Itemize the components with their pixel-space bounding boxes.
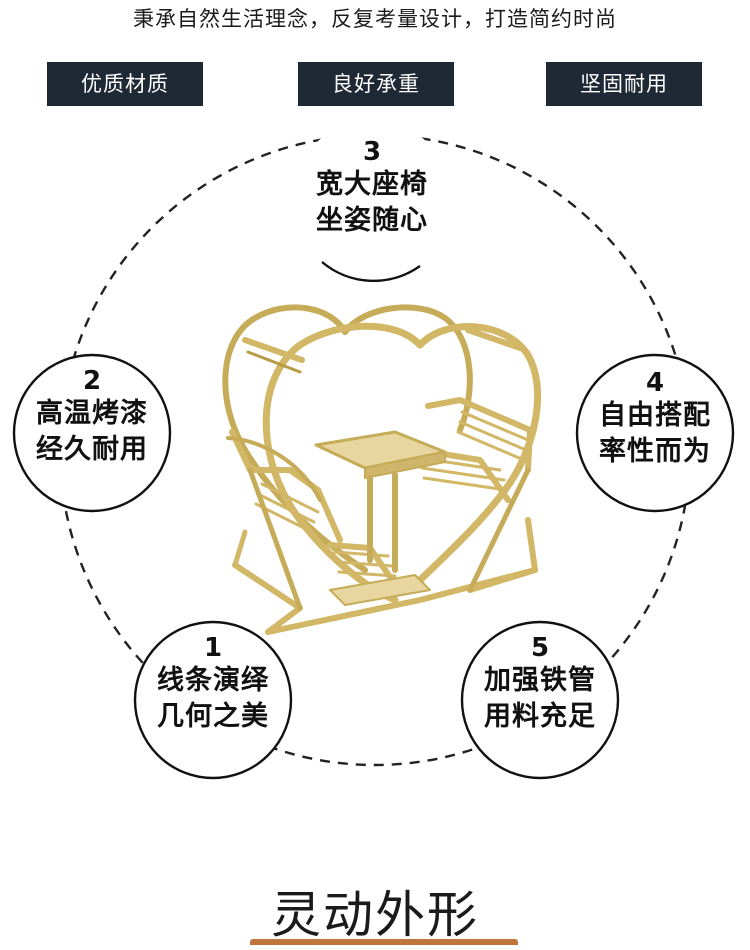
feature-5-line1: 加强铁管 <box>484 665 596 696</box>
feature-1-number: 1 <box>203 633 223 663</box>
feature-2-line1: 高温烤漆 <box>36 398 148 429</box>
tag-durable: 坚固耐用 <box>546 62 702 106</box>
feature-badges <box>12 120 735 780</box>
feature-3-line2: 坐姿随心 <box>316 205 428 236</box>
feature-1-line2: 几何之美 <box>157 701 269 732</box>
feature-4-number: 4 <box>645 368 665 398</box>
heart-swing-chair-illustration <box>222 304 542 635</box>
feature-3-line1: 宽大座椅 <box>316 169 428 200</box>
feature-5: 5 加强铁管 用料充足 <box>460 633 620 735</box>
feature-1-line1: 线条演绎 <box>157 665 269 696</box>
feature-1: 1 线条演绎 几何之美 <box>133 633 293 735</box>
feature-4: 4 自由搭配 率性而为 <box>575 368 735 470</box>
tagline: 秉承自然生活理念，反复考量设计，打造简约时尚 <box>133 7 617 31</box>
feature-4-line1: 自由搭配 <box>599 400 711 431</box>
feature-2-line2: 经久耐用 <box>36 434 148 465</box>
tag-quality-material: 优质材质 <box>47 62 203 106</box>
feature-2-number: 2 <box>82 366 102 396</box>
feature-3-number: 3 <box>362 137 382 167</box>
section-title: 灵动外形 <box>271 886 479 944</box>
title-accent-bar <box>250 939 518 945</box>
tag-load-bearing: 良好承重 <box>298 62 454 106</box>
feature-2: 2 高温烤漆 经久耐用 <box>12 366 172 468</box>
feature-3: 3 宽大座椅 坐姿随心 <box>292 137 452 239</box>
feature-4-line2: 率性而为 <box>599 436 711 467</box>
feature-5-line2: 用料充足 <box>484 701 596 732</box>
feature-5-number: 5 <box>530 633 550 663</box>
